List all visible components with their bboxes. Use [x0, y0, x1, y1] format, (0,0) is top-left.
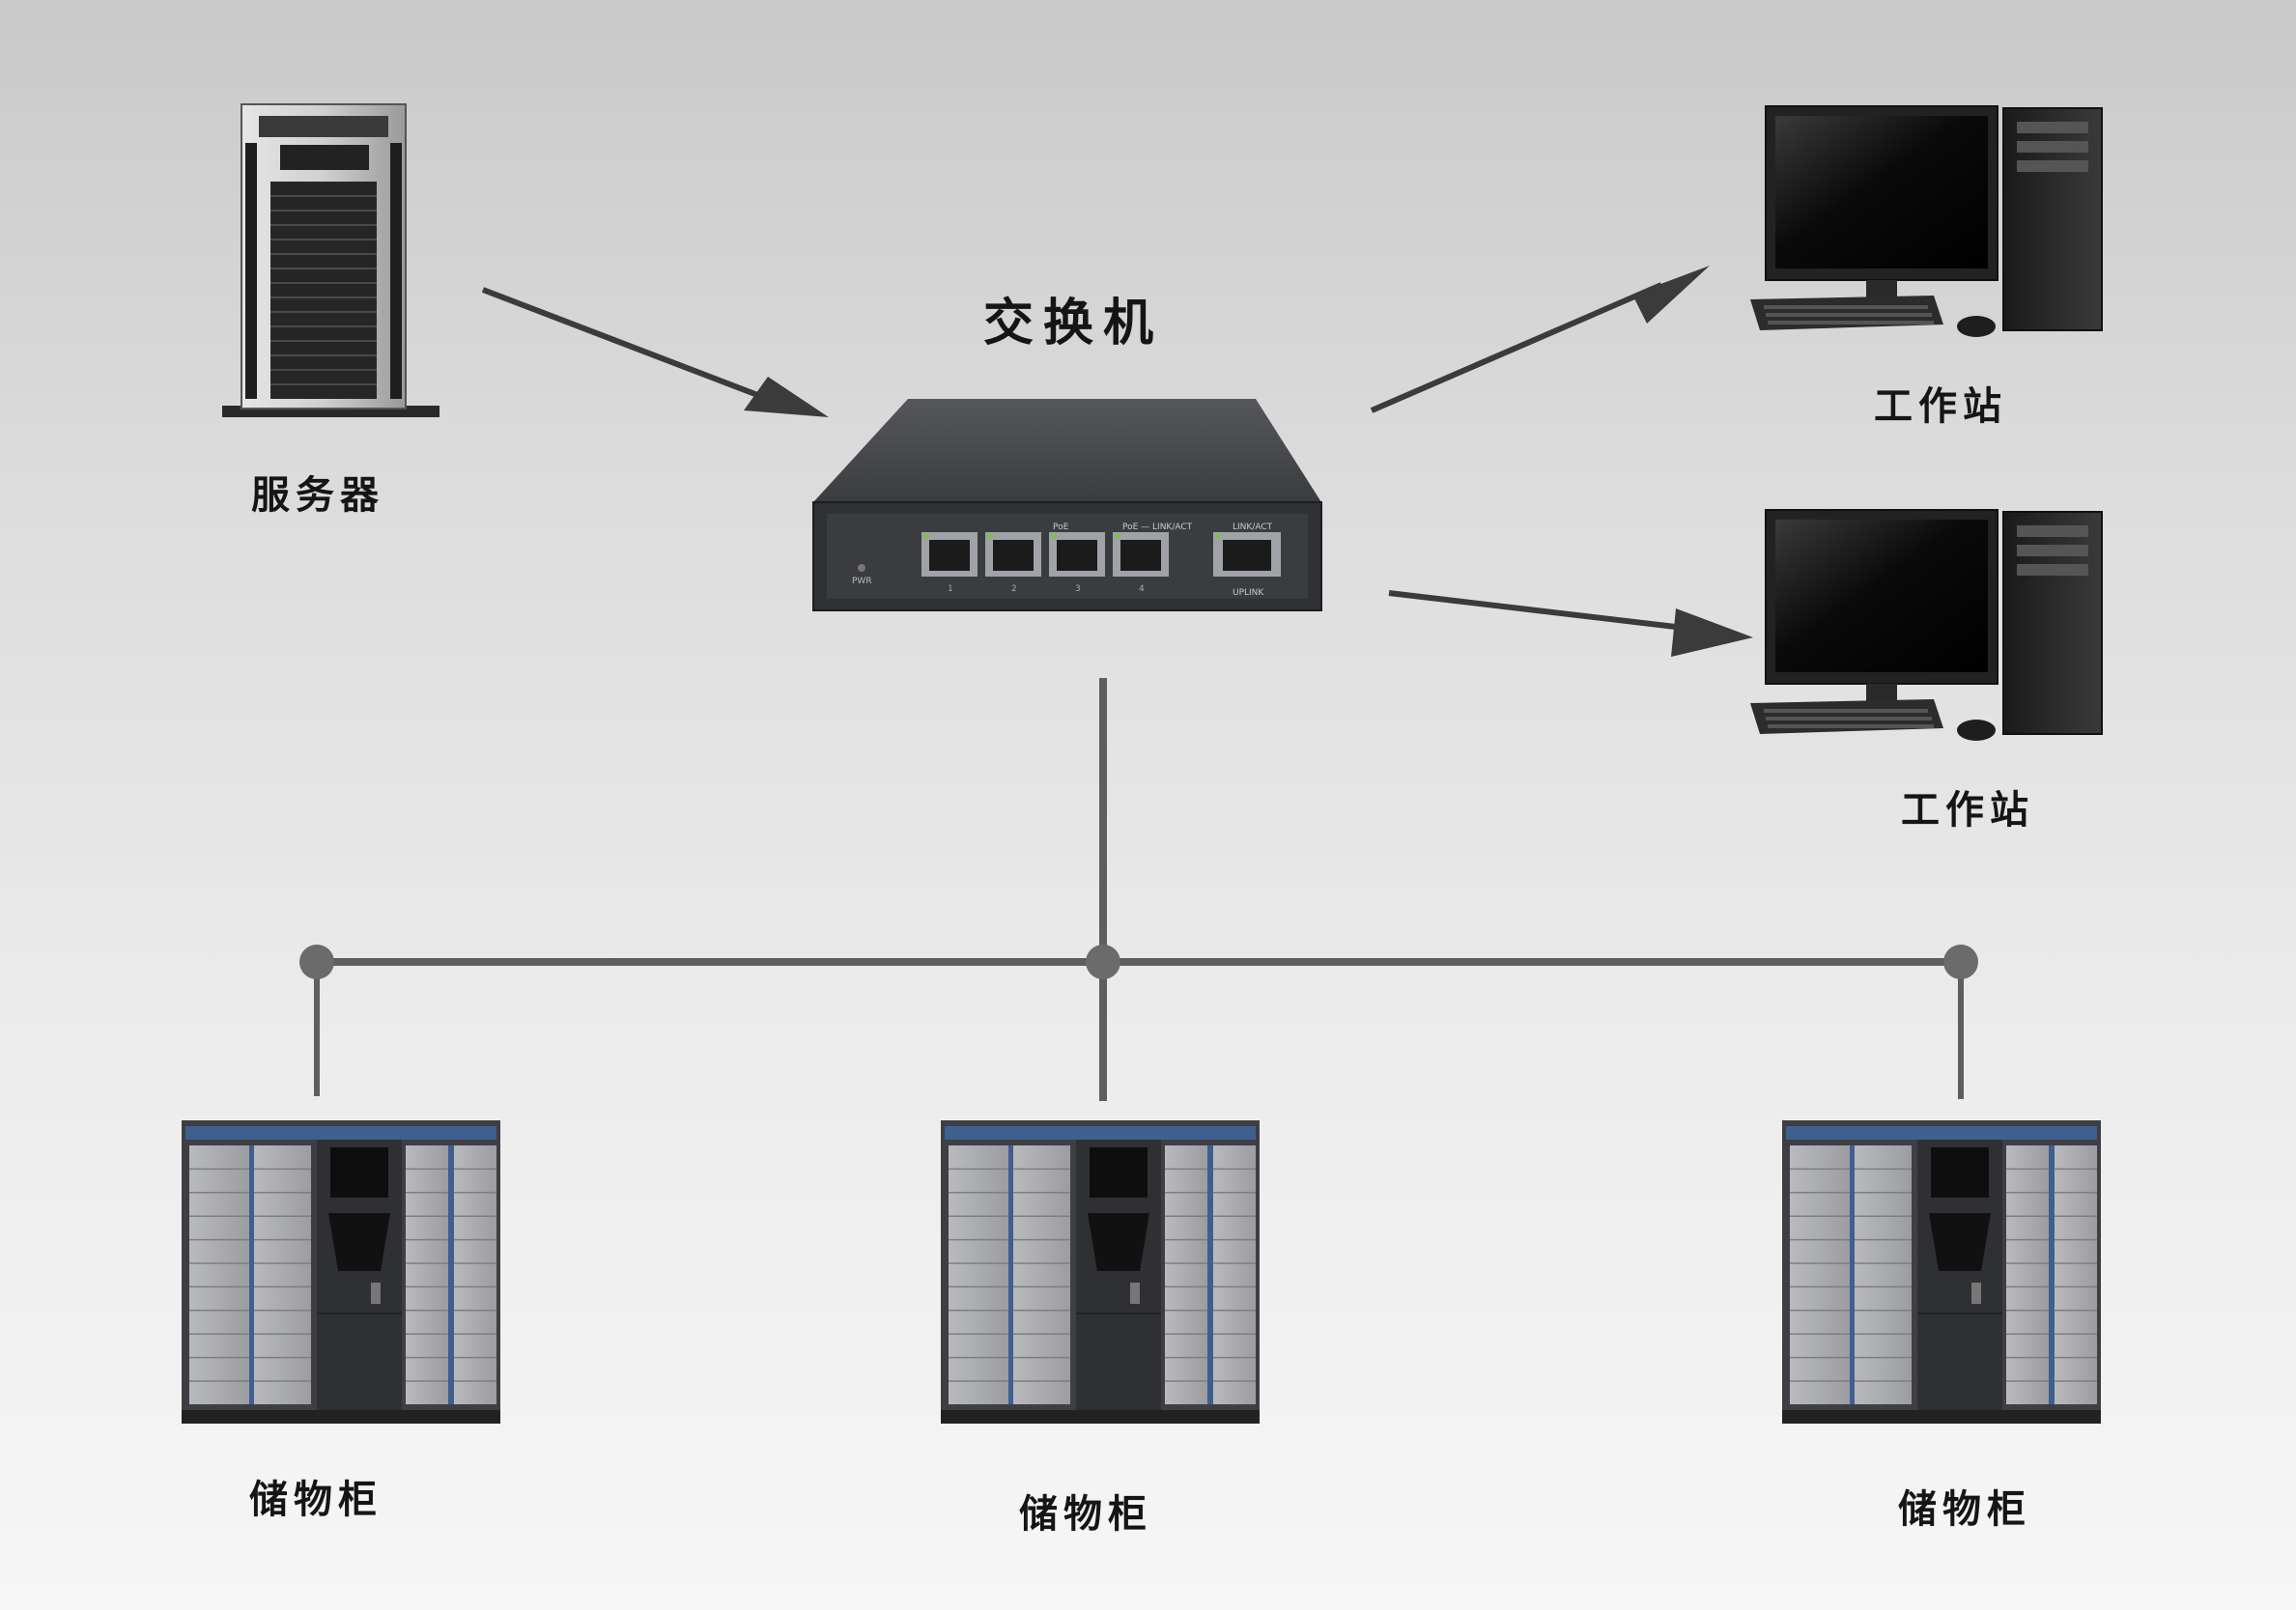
connectors	[299, 266, 1978, 1101]
arrowhead-icon	[1671, 608, 1753, 657]
locker-2-label: 储物柜	[1019, 1492, 1152, 1537]
bus-node-dot	[1943, 945, 1978, 979]
tower-server-icon	[222, 103, 439, 417]
switch-port-number: 4	[1139, 584, 1145, 594]
switch-port-group	[921, 532, 1281, 577]
network-switch-icon: PWR PoE PoE — LINK/ACT LINK/ACT UPLINK 1…	[812, 399, 1322, 611]
switch-port-number: 3	[1075, 584, 1081, 594]
switch-to-workstation-2-arrow-line	[1388, 590, 1701, 633]
switch-link-act-text: LINK/ACT	[1233, 523, 1273, 532]
pwr-led-icon	[858, 564, 865, 572]
smart-locker-icon	[941, 1120, 1260, 1424]
arrowhead-icon	[1632, 266, 1710, 324]
switch-label: 交换机	[983, 295, 1164, 353]
switch-pwr-text: PWR	[852, 577, 872, 586]
switch-uplink-text: UPLINK	[1233, 588, 1264, 598]
switch-poe-link-text: PoE — LINK/ACT	[1122, 523, 1193, 532]
switch-port-number: 2	[1011, 584, 1017, 594]
workstation-2-label: 工作站	[1901, 788, 2034, 833]
locker-3-label: 储物柜	[1898, 1487, 2031, 1532]
switch-poe-text: PoE	[1053, 523, 1069, 532]
switch-to-workstation-1-arrow-line	[1370, 282, 1663, 413]
smart-locker-icon	[1782, 1120, 2101, 1424]
smart-locker-icon	[182, 1120, 500, 1424]
server-to-switch-arrow-line	[481, 287, 775, 404]
locker-1-label: 储物柜	[249, 1478, 383, 1522]
server-label: 服务器	[251, 473, 384, 518]
desktop-computer-icon	[1750, 105, 2103, 337]
switch-port-number: 1	[948, 584, 953, 594]
bus-node-dot	[299, 945, 334, 979]
arrowhead-icon	[744, 377, 829, 417]
bus-node-dot	[1086, 945, 1120, 979]
workstation-1-label: 工作站	[1874, 384, 2007, 429]
desktop-computer-icon	[1750, 509, 2103, 741]
